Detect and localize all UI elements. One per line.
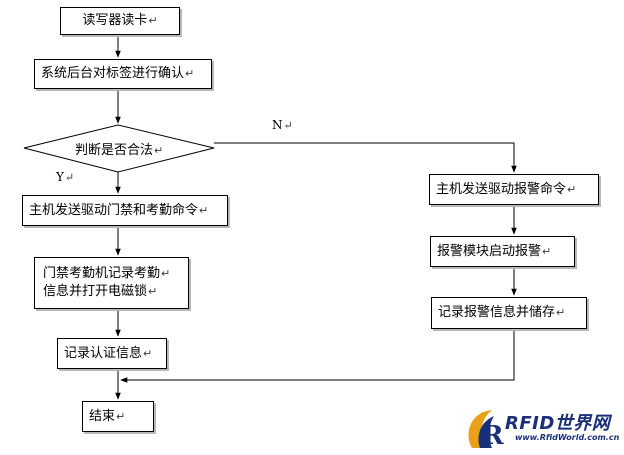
svg-text:R: R <box>482 421 504 451</box>
node-send-door-cmd: 主机发送驱动门禁和考勤命令↵ <box>22 195 228 226</box>
label-no: N↵ <box>272 118 293 132</box>
door-record-line1: 门禁考勤机记录考勤↵ <box>43 266 171 281</box>
door-record-line2: 信息并打开电磁锁↵ <box>43 284 158 299</box>
node-end: 结束↵ <box>82 401 154 432</box>
arrow-decision-no <box>214 142 517 173</box>
node-alarm-start: 报警模块启动报警↵ <box>430 236 575 267</box>
node-confirm-tag: 系统后台对标签进行确认↵ <box>34 59 212 89</box>
node-record-alarm: 记录报警信息并储存↵ <box>431 297 587 329</box>
logo-brand: RFID世界网 <box>505 413 611 434</box>
rfid-logo-icon: R <box>468 410 504 451</box>
decision-text: 判断是否合法↵ <box>75 143 164 158</box>
node-send-alarm-cmd: 主机发送驱动报警命令↵ <box>429 174 599 205</box>
logo-site: www.RfidWorld.com.cn <box>515 433 620 442</box>
node-read-card: 读写器读卡↵ <box>60 7 180 35</box>
decision-shape <box>23 124 215 173</box>
node-door-record: 门禁考勤机记录考勤↵ 信息并打开电磁锁↵ <box>34 257 189 309</box>
node-record-auth: 记录认证信息↵ <box>57 338 167 369</box>
arrow-alarm-merge <box>120 330 515 383</box>
label-yes: Y↵ <box>56 170 75 184</box>
